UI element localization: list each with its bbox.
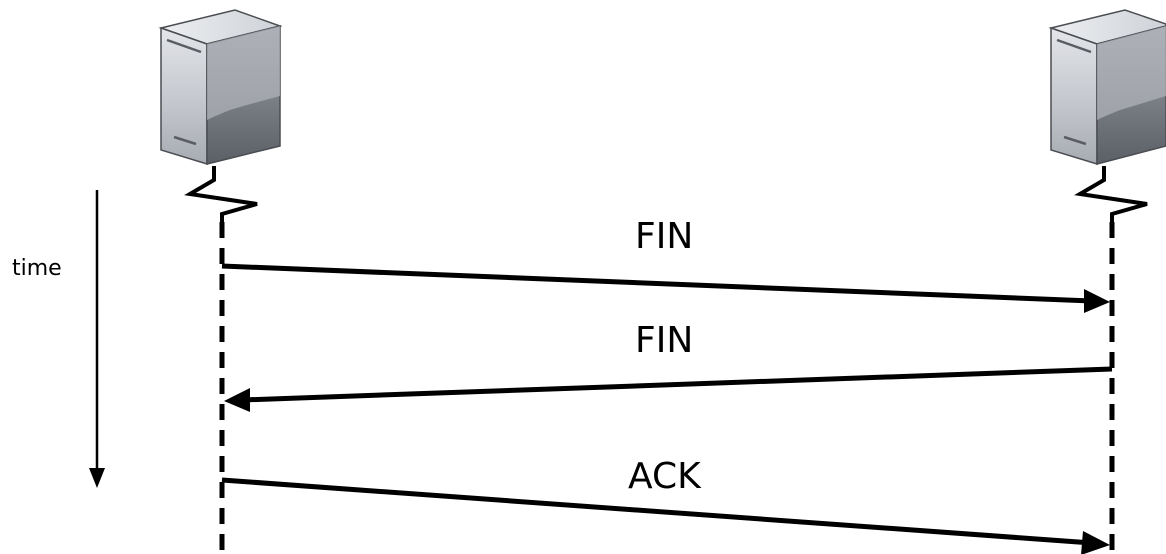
message-arrow-ack: [221, 477, 1093, 546]
message-arrow-fin-1: [221, 263, 1093, 304]
time-axis-label: time: [12, 256, 62, 281]
left-host-zigzag: [184, 166, 258, 228]
message-label-fin-2: FIN: [635, 320, 693, 361]
message-label-ack: ACK: [628, 456, 702, 497]
message-arrowhead-ack: [1081, 531, 1110, 554]
message-label-fin-1: FIN: [635, 216, 693, 257]
right-server-icon: [1048, 9, 1166, 166]
time-axis-arrowhead: [89, 468, 105, 488]
left-server-icon: [158, 9, 283, 166]
right-host-zigzag: [1074, 166, 1148, 228]
message-arrowhead-fin-1: [1084, 289, 1110, 313]
message-arrowhead-fin-2: [224, 388, 250, 412]
message-arrow-fin-2: [241, 366, 1113, 403]
